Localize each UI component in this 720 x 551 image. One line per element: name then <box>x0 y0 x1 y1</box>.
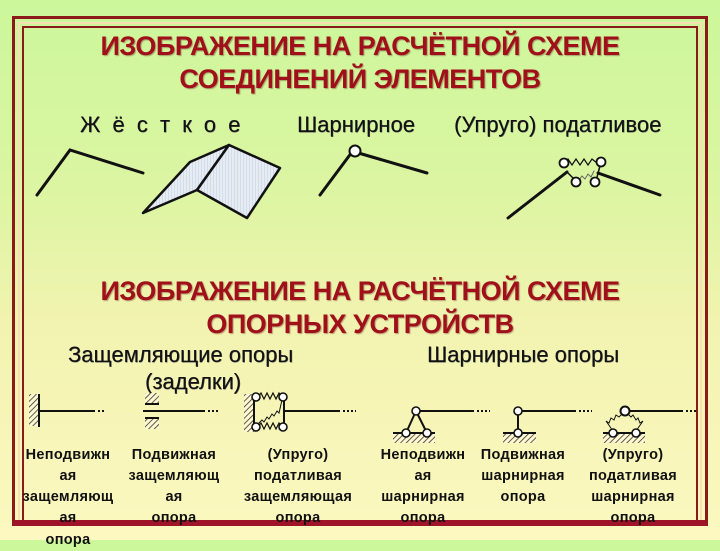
caption-movable-clamp: Подвижная защемляющ ая опора <box>128 447 220 526</box>
elastic-hinged-support-icon <box>603 405 697 443</box>
label-hinged-supports: Шарнирные опоры <box>427 342 620 367</box>
label-elastic: (Упруго) податливое <box>454 112 662 137</box>
hinged-joint-icon <box>318 144 429 197</box>
label-fixed-supports: Защемляющие опоры <box>68 342 294 367</box>
label-fixed-supports-sub: (заделки) <box>145 369 242 394</box>
elastic-clamp-support-icon <box>244 391 356 432</box>
section1-title: ИЗОБРАЖЕНИЕ НА РАСЧЁТНОЙ СХЕМЕ СОЕДИНЕНИ… <box>100 31 620 94</box>
caption-fixed-clamp: Неподвижн ая защемляющ ая опора <box>22 447 114 548</box>
label-rigid: Ж ё с т к о е <box>80 112 244 137</box>
rigid-plate-joint-icon <box>141 143 282 220</box>
rigid-joint-icon <box>35 148 145 197</box>
label-hinged: Шарнирное <box>297 112 415 137</box>
section2-title: ИЗОБРАЖЕНИЕ НА РАСЧЁТНОЙ СХЕМЕ ОПОРНЫХ У… <box>100 276 620 339</box>
elastic-joint-icon <box>506 156 662 220</box>
caption-fixed-hinged: Неподвижн ая шарнирная опора <box>380 447 466 526</box>
caption-elastic-hinged: (Упруго) податливая шарнирная опора <box>589 447 677 526</box>
slide-frame <box>12 16 708 526</box>
caption-elastic-clamp: (Упруго) податливая защемляющая опора <box>243 447 353 526</box>
fixed-clamp-support-icon <box>29 394 106 427</box>
fixed-hinged-support-icon <box>393 406 490 443</box>
caption-movable-hinged: Подвижная шарнирная опора <box>480 447 566 505</box>
movable-hinged-support-icon <box>503 406 592 443</box>
movable-clamp-support-icon <box>143 393 220 429</box>
